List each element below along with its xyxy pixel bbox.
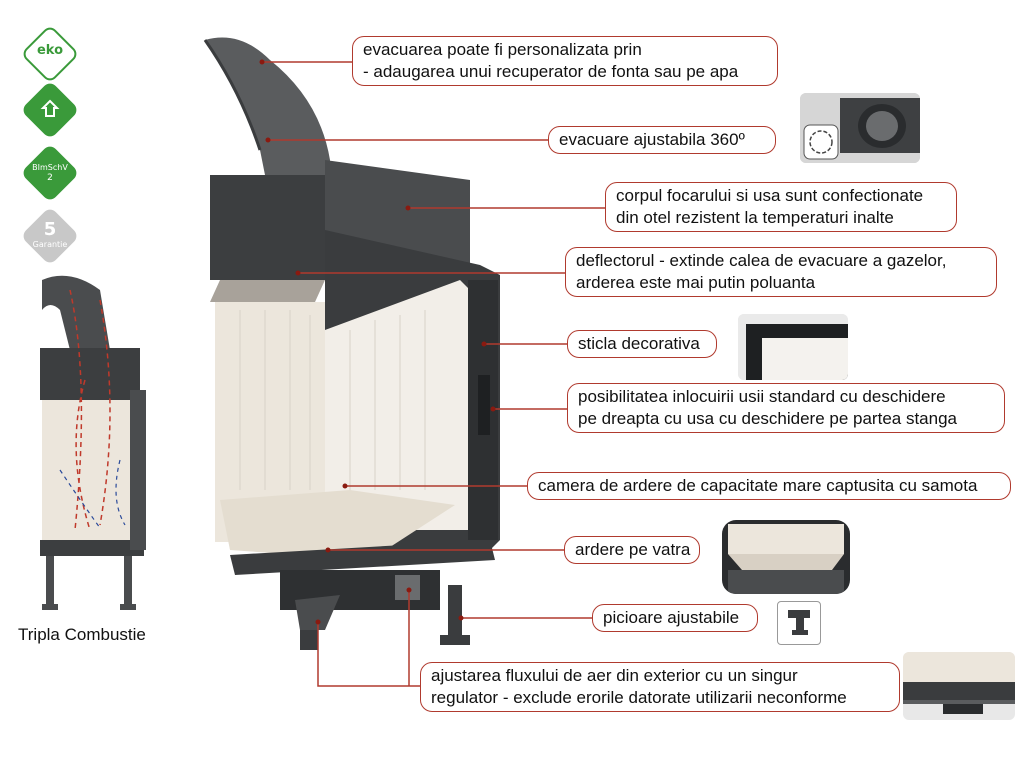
callout-line: corpul focarului si usa sunt confectiona…: [616, 186, 924, 205]
thumb-leg: [777, 601, 821, 645]
callout-line: regulator - exclude erorile datorate uti…: [431, 688, 847, 707]
callout-line: deflectorul - extinde calea de evacuare …: [576, 251, 947, 270]
callout-line: din otel rezistent la temperaturi inalte: [616, 208, 894, 227]
thumb-360-rotate: [800, 93, 920, 163]
callout-line: evacuarea poate fi personalizata prin: [363, 40, 642, 59]
callout-line: - adaugarea unui recuperator de fonta sa…: [363, 62, 739, 81]
triple-combustion-illustration: [40, 275, 146, 610]
eko-label: eko: [36, 43, 64, 58]
callout-sticla: sticla decorativa: [567, 330, 717, 358]
recycle-icon: [40, 99, 60, 117]
callout-evacuare-personalizata: evacuarea poate fi personalizata prin - …: [352, 36, 778, 86]
garantie-badge: 5 Garantie: [20, 206, 80, 266]
callout-picioare: picioare ajustabile: [592, 604, 758, 632]
thumb-air-regulator: [903, 652, 1015, 720]
callout-line: camera de ardere de capacitate mare capt…: [538, 476, 978, 495]
triple-combustion-caption: Tripla Combustie: [18, 625, 146, 644]
callout-deflector: deflectorul - extinde calea de evacuare …: [565, 247, 997, 297]
blmschv-level: 2: [47, 173, 53, 183]
thumb-glass: [738, 314, 848, 380]
callout-camera-ardere: camera de ardere de capacitate mare capt…: [527, 472, 1011, 500]
eko-badge: eko: [20, 24, 80, 84]
callout-corpul-focarului: corpul focarului si usa sunt confectiona…: [605, 182, 957, 232]
callout-line: picioare ajustabile: [603, 608, 740, 627]
garantie-label: Garantie: [32, 240, 68, 249]
garantie-years: 5: [43, 219, 57, 240]
callout-line: pe dreapta cu usa cu deschidere pe parte…: [578, 409, 957, 428]
callout-line: ardere pe vatra: [575, 540, 691, 559]
fireplace-illustration: [203, 37, 500, 650]
callout-evacuare-360: evacuare ajustabila 360º: [548, 126, 776, 154]
callout-line: evacuare ajustabila 360º: [559, 130, 745, 149]
callout-line: sticla decorativa: [578, 334, 700, 353]
blmschv-badge: BImSchV 2: [20, 143, 80, 203]
callout-usa: posibilitatea inlocuirii usii standard c…: [567, 383, 1005, 433]
callout-flux-aer: ajustarea fluxului de aer din exterior c…: [420, 662, 900, 712]
callout-line: ajustarea fluxului de aer din exterior c…: [431, 666, 798, 685]
recycle-badge: [20, 80, 80, 140]
thumb-hearth: [722, 520, 850, 594]
callout-ardere-vatra: ardere pe vatra: [564, 536, 700, 564]
blmschv-label: BImSchV: [32, 163, 68, 172]
callout-line: posibilitatea inlocuirii usii standard c…: [578, 387, 946, 406]
callout-line: arderea este mai putin poluanta: [576, 273, 816, 292]
